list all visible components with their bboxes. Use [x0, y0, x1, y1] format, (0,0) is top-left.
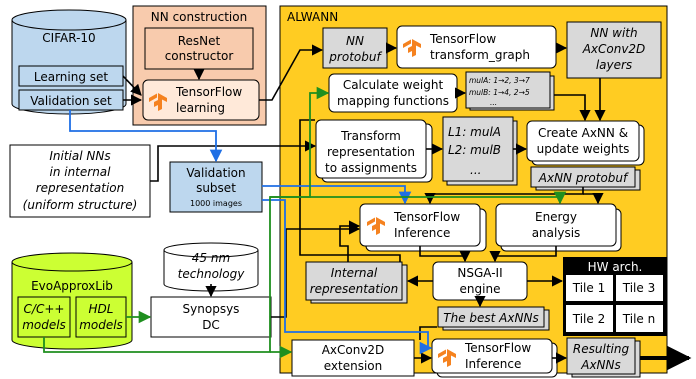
resnet-line2: constructor — [165, 49, 234, 63]
axconv-ext-line2: extension — [324, 359, 383, 373]
validation-set-label: Validation set — [30, 94, 112, 108]
synopsys-line1: Synopsys — [183, 302, 240, 316]
resulting-line2: AxNNs — [580, 358, 621, 372]
tile-cell — [616, 275, 663, 301]
axnn-protobuf-label: AxNN protobuf — [538, 171, 629, 185]
nn-protobuf-line1: NN — [346, 34, 364, 48]
nsga-line1: NSGA-II — [457, 266, 502, 280]
transform-line2: representation — [327, 145, 415, 159]
technology-line1: 45 nm — [192, 251, 230, 265]
black-arrows — [122, 42, 606, 364]
validation-subset-note: 1000 images — [190, 199, 242, 208]
tf-learning-line1: TensorFlow — [175, 85, 242, 99]
nn-axconv-line1: NN with — [590, 26, 637, 40]
mul-a-label: mulA: 1→2, 3→7 — [469, 76, 530, 85]
tf-inference2-line2: Inference — [465, 357, 521, 371]
resulting-axnns-box — [566, 337, 636, 375]
tile-label: Tile 2 — [572, 312, 605, 326]
hw-arch-title: HW arch. — [588, 260, 643, 274]
mul-dots-label: ... — [490, 98, 497, 107]
initial-nns-line2: in internal — [49, 165, 111, 179]
tf-inference-line2: Inference — [394, 226, 450, 240]
calc-weight-line1: Calculate weight — [343, 78, 444, 92]
nn-protobuf-line2: protobuf — [328, 50, 382, 64]
axconv-ext-line1: AxConv2D — [322, 343, 385, 357]
cpp-models-line2: models — [22, 318, 66, 332]
tf-transform-line2: transform_graph — [430, 48, 530, 62]
assign-l2-label: L2: mulB — [448, 143, 501, 157]
calc-weight-line2: mapping functions — [337, 94, 449, 108]
nn-axconv-line3: layers — [596, 58, 632, 72]
tf-inference-line1: TensorFlow — [393, 210, 460, 224]
tf-transform-line1: TensorFlow — [429, 32, 496, 46]
create-line2: update weights — [537, 142, 630, 156]
tile-label: Tile 1 — [572, 281, 605, 295]
energy-line2: analysis — [532, 226, 581, 240]
internal-rep-box — [305, 261, 403, 301]
nn-axconv-line2: AxConv2D — [582, 42, 646, 56]
transform-line3: to assignments — [325, 161, 417, 175]
hdl-models-line1: HDL — [89, 302, 114, 316]
internal-line1: Internal — [331, 266, 378, 280]
best-axnns-box — [437, 306, 545, 328]
tile-label: Tile 3 — [622, 281, 655, 295]
evoapprox-title: EvoApproxLib — [31, 279, 113, 293]
hdl-models-box — [75, 296, 127, 338]
mul-mapping-box — [465, 71, 551, 109]
alwann-title: ALWANN — [287, 10, 338, 24]
learning-set-label: Learning set — [34, 70, 109, 84]
tile-cell — [566, 305, 613, 332]
energy-line1: Energy — [535, 210, 577, 224]
initial-nns-line1: Initial NNs — [49, 149, 110, 163]
technology-database — [163, 242, 259, 292]
tf-learning-line2: learning — [176, 101, 225, 115]
tf-inference2-line1: TensorFlow — [464, 341, 531, 355]
validation-subset-box — [169, 161, 263, 213]
assign-dots-label: ... — [470, 163, 481, 177]
resulting-line1: Resulting — [573, 342, 630, 356]
initial-nns-line4: (uniform structure) — [23, 198, 138, 212]
transform-line1: Transform — [340, 129, 401, 143]
green-arrows — [43, 86, 567, 359]
tile-cell — [616, 305, 663, 332]
nn-axconv-box — [566, 21, 662, 79]
tile-cell — [566, 275, 613, 301]
validation-subset-line1: Validation — [186, 166, 245, 180]
internal-line2: representation — [310, 282, 399, 296]
validation-subset-line2: subset — [196, 181, 236, 195]
resnet-line1: ResNet — [178, 34, 221, 48]
resnet-constructor-box — [144, 27, 254, 70]
assign-l1-label: L1: mulA — [448, 125, 501, 139]
tile-label: Tile n — [622, 312, 655, 326]
cifar-title: CIFAR-10 — [42, 31, 95, 45]
synopsys-line2: DC — [202, 318, 220, 332]
create-line1: Create AxNN & — [538, 126, 628, 140]
best-axnns-label: The best AxNNs — [443, 311, 538, 325]
technology-line2: technology — [178, 267, 246, 281]
mul-b-label: mulB: 1→4, 2→5 — [469, 88, 530, 97]
nsga-line2: engine — [460, 282, 501, 296]
cpp-models-line1: C/C++ — [24, 302, 65, 316]
initial-nns-box — [9, 144, 151, 218]
nn-construction-title: NN construction — [151, 10, 247, 24]
hdl-models-line2: models — [79, 318, 123, 332]
assignments-box — [442, 116, 514, 182]
initial-nns-line3: representation — [36, 181, 125, 195]
